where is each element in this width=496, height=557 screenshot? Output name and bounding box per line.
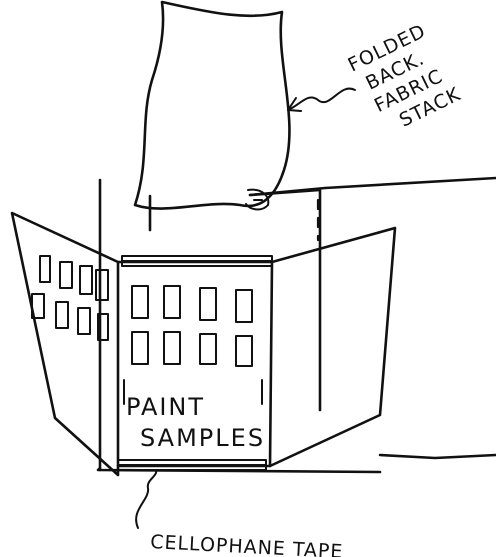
- right-panel: [270, 228, 395, 466]
- swatch: [40, 256, 50, 282]
- swatch: [236, 336, 252, 366]
- swatch: [96, 270, 108, 300]
- tape-leader: [136, 470, 156, 528]
- fabric-arrow: [288, 89, 355, 110]
- left-panel-swatches: [32, 256, 108, 340]
- swatch: [236, 290, 252, 322]
- paint-samples-label-line1: PAINT: [126, 393, 205, 421]
- fabric-label: FOLDED BACK. FABRIC STACK: [345, 18, 465, 141]
- paint-samples-label-line2: SAMPLES: [140, 424, 265, 452]
- center-panel-swatches: [132, 286, 252, 366]
- swatch: [200, 288, 216, 320]
- tape-bottom: [118, 460, 266, 470]
- swatch: [56, 302, 68, 328]
- swatch: [132, 286, 148, 318]
- tape-top: [122, 256, 272, 266]
- swatch: [164, 332, 180, 364]
- table-edge-right: [380, 455, 496, 458]
- fabric-stack: [135, 2, 289, 209]
- swatch: [78, 308, 90, 334]
- swatch: [60, 262, 72, 288]
- tape-label: CELLOPHANE TAPE: [150, 531, 344, 557]
- swatch: [132, 332, 148, 364]
- swatch: [200, 334, 216, 364]
- swatch: [164, 286, 180, 318]
- left-panel: [12, 213, 118, 475]
- swatch: [80, 266, 92, 294]
